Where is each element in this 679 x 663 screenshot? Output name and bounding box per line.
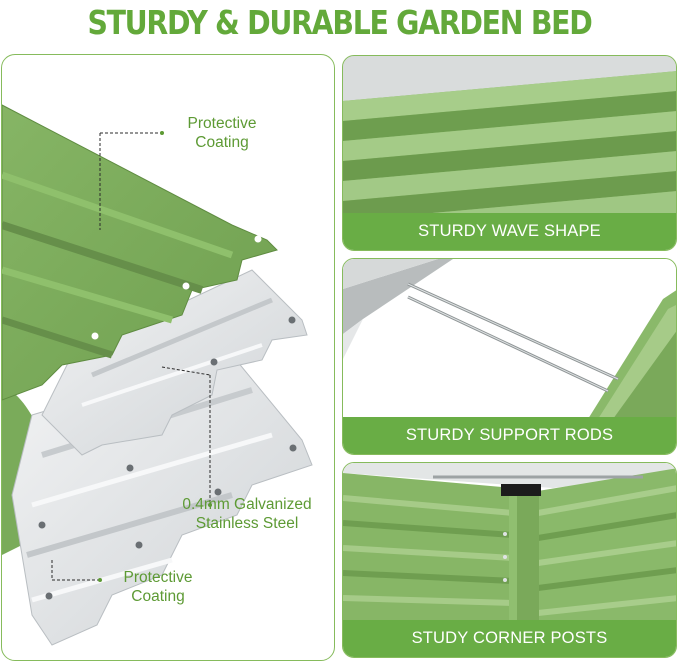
corner-posts-caption: STUDY CORNER POSTS xyxy=(343,620,676,657)
bottom-coating-label: Protective Coating xyxy=(123,569,193,605)
green-sheet-top xyxy=(2,104,278,401)
callout-dot-middle xyxy=(208,503,212,507)
callout-lines xyxy=(51,132,211,581)
wave-shape-card: STURDY WAVE SHAPE xyxy=(342,55,677,251)
page-title: STURDY & DURABLE GARDEN BED xyxy=(87,3,592,42)
support-rods-caption: STURDY SUPPORT RODS xyxy=(343,417,676,454)
steel-sheet-upper xyxy=(41,269,308,456)
support-rods-photo xyxy=(343,259,676,419)
corner-posts-card: STUDY CORNER POSTS xyxy=(342,462,677,658)
layer-diagram-panel: Protective Coating 0.4mm Galvanized Stai… xyxy=(1,54,335,661)
callout-dot-bottom xyxy=(98,578,102,582)
wave-shape-caption: STURDY WAVE SHAPE xyxy=(343,213,676,250)
wave-shape-photo xyxy=(343,56,676,216)
layer-diagram-illustration xyxy=(2,104,313,646)
top-coating-label: Protective Coating xyxy=(187,115,257,151)
support-rods-card: STURDY SUPPORT RODS xyxy=(342,258,677,455)
callout-dot-top xyxy=(160,131,164,135)
galvanized-steel-label: 0.4mm Galvanized Stainless Steel xyxy=(182,496,312,532)
corner-posts-photo xyxy=(343,463,676,623)
